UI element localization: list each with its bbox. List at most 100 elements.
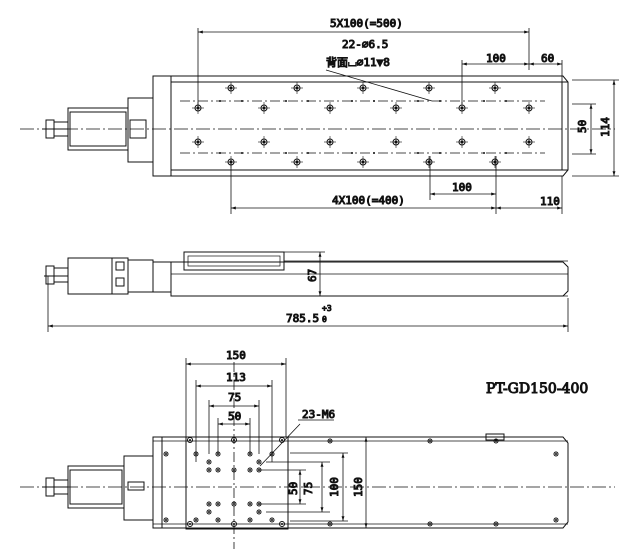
rail-hole	[327, 521, 333, 527]
carriage-hole-center	[217, 503, 219, 505]
dim-outer-width: 114	[599, 117, 612, 137]
pitch-mark	[307, 100, 309, 102]
dim-v100: 100	[328, 477, 341, 497]
dim-113: 113	[226, 371, 246, 384]
pitch-mark	[483, 152, 485, 154]
carriage-hole-center	[217, 519, 219, 521]
dim-end-bottom: 110	[540, 195, 560, 208]
slide-body	[20, 75, 615, 177]
carriage-hole	[215, 517, 221, 523]
carriage-hole-center	[249, 469, 251, 471]
model-label: PT-GD150-400	[486, 381, 588, 397]
carriage-hole	[231, 437, 237, 443]
carriage-hole	[279, 521, 285, 527]
dim-total-pitch: 5X100(=500)	[330, 17, 403, 30]
carriage-hole-center	[189, 439, 191, 441]
rail-hole-center	[329, 440, 331, 442]
carriage-holes	[163, 437, 559, 527]
rail-hole-center	[495, 440, 497, 442]
pitch-mark	[417, 100, 419, 102]
carriage-dimensions	[185, 358, 372, 529]
rail-hole-center	[555, 453, 557, 455]
rail-hole-center	[165, 453, 167, 455]
carriage-hole	[247, 467, 253, 473]
carriage-view: 150 113 75 50 23-M6 50 75 100 150	[20, 349, 615, 549]
dim-75: 75	[228, 391, 241, 404]
pitch-mark	[417, 152, 419, 154]
carriage-hole-center	[281, 523, 283, 525]
dim-v150: 150	[352, 477, 365, 497]
pitch-mark	[307, 152, 309, 154]
dim-v50: 50	[287, 482, 300, 495]
carriage-hole-center	[195, 519, 197, 521]
dim-pitch-bottom: 100	[452, 181, 472, 194]
carriage-hole-center	[249, 519, 251, 521]
carriage-hole	[231, 521, 237, 527]
dim-total-pitch-bottom: 4X100(=400)	[332, 194, 405, 207]
carriage-hole	[269, 517, 275, 523]
pitch-mark	[351, 152, 353, 154]
carriage-hole-center	[271, 519, 273, 521]
rail-hole	[427, 521, 433, 527]
carriage-hole-center	[208, 469, 210, 471]
carriage-hole-center	[249, 503, 251, 505]
rail-hole-center	[495, 523, 497, 525]
pitch-mark	[373, 100, 375, 102]
pitch-mark	[351, 100, 353, 102]
rail-hole-center	[429, 523, 431, 525]
carriage-hole-center	[281, 439, 283, 441]
carriage-hole-center	[233, 503, 235, 505]
bottom-body	[20, 362, 615, 549]
rail-hole	[163, 451, 169, 457]
dim-inner-width: 50	[576, 120, 589, 133]
pitch-mark	[373, 152, 375, 154]
dim-150: 150	[226, 349, 246, 362]
side-motor	[44, 257, 154, 295]
rail-hole	[163, 517, 169, 523]
pitch-mark	[505, 152, 507, 154]
carriage-hole	[206, 501, 212, 507]
dim-v75: 75	[302, 482, 315, 495]
rail-hole-center	[555, 519, 557, 521]
rail-hole-center	[329, 523, 331, 525]
motor	[42, 97, 154, 163]
dim-length: 785.5	[286, 312, 319, 325]
carriage-hole	[206, 467, 212, 473]
mounting-holes	[192, 82, 535, 168]
pitch-mark	[439, 152, 441, 154]
pitch-mark	[219, 100, 221, 102]
carriage-hole-center	[217, 469, 219, 471]
rail-hole	[493, 438, 499, 444]
pitch-mark	[219, 152, 221, 154]
carriage-hole-center	[233, 523, 235, 525]
pitch-mark	[505, 100, 507, 102]
carriage-hole	[206, 459, 212, 465]
tol-upper: +3	[322, 304, 332, 313]
rail-hole	[553, 451, 559, 457]
top-dimensions	[197, 28, 619, 214]
carriage-hole-center	[258, 511, 260, 513]
carriage-hole	[187, 521, 193, 527]
pitch-mark	[483, 100, 485, 102]
pitch-mark	[241, 100, 243, 102]
carriage-hole	[193, 517, 199, 523]
carriage-hole	[256, 459, 262, 465]
carriage-hole-center	[233, 439, 235, 441]
carriage-hole	[187, 437, 193, 443]
rail-hole-center	[165, 519, 167, 521]
dim-50: 50	[228, 410, 241, 423]
side-dimensions	[47, 251, 569, 332]
rail-hole-center	[429, 440, 431, 442]
dim-height: 67	[306, 269, 319, 282]
hole-spec: 22-⌀6.5	[342, 38, 388, 51]
pitch-mark	[439, 100, 441, 102]
carriage-hole-center	[233, 469, 235, 471]
rail-hole	[553, 517, 559, 523]
dim-pitch-top: 100	[486, 52, 506, 65]
carriage-hole-center	[208, 503, 210, 505]
pitch-mark	[285, 100, 287, 102]
carriage-hole-center	[258, 461, 260, 463]
thread-spec: 23-M6	[302, 408, 335, 421]
carriage-hole	[256, 509, 262, 515]
